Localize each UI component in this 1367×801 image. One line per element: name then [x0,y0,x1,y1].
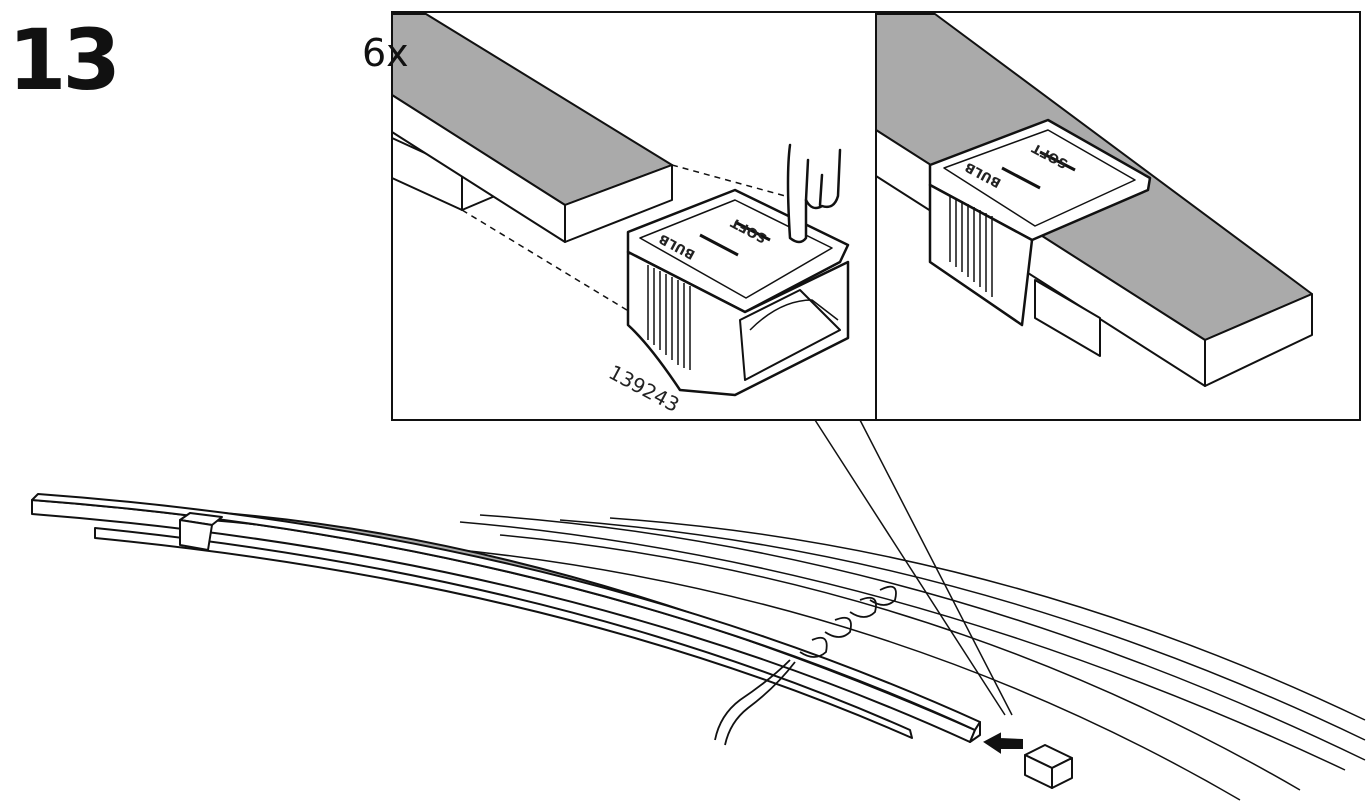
dashed-guides [461,164,801,319]
loose-clip [1024,744,1073,789]
clip-markings-left [699,220,771,257]
slide-arrow-icon [983,732,1023,754]
cable-tie [714,585,897,746]
clip-markings-right [1001,150,1076,190]
left-panel-rails [391,13,673,243]
cables [439,514,1366,801]
main-rail [31,493,981,743]
rail-clip-small [179,512,223,551]
quantity-label: 6x [362,31,409,75]
step-number: 13 [8,11,121,109]
wire-clip-installed [928,118,1152,327]
finger-icon [786,143,842,244]
